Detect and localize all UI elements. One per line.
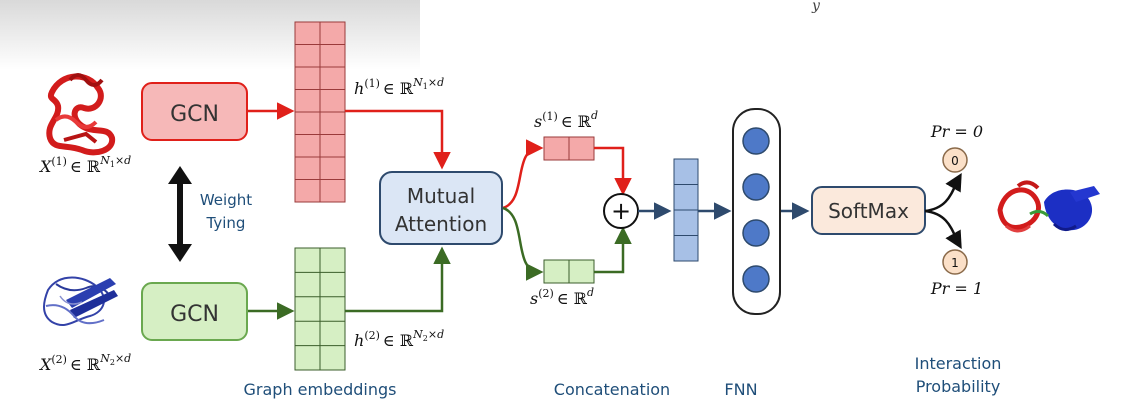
s1-vector bbox=[543, 136, 595, 161]
mutual-attention-box: Mutual Attention bbox=[379, 171, 503, 245]
svg-text:h(2)∈ ℝN2×d: h(2)∈ ℝN2×d bbox=[354, 328, 444, 350]
protein-structure-2-icon bbox=[43, 276, 118, 326]
s2-vector bbox=[543, 259, 595, 284]
s2-label: s(2)∈ ℝd bbox=[530, 286, 594, 308]
input-1-label: X(1)∈ ℝN1×d bbox=[38, 154, 131, 176]
cropped-header-text: y bbox=[811, 0, 821, 14]
top-shadow-fade bbox=[0, 0, 420, 70]
fnn-node-2 bbox=[742, 173, 770, 201]
h1-label: h(1)∈ ℝN1×d bbox=[354, 76, 444, 98]
weight-tying-arrow bbox=[168, 166, 192, 262]
mutual-attention-line2: Attention bbox=[395, 212, 487, 236]
arrow-s2-to-concat bbox=[594, 226, 632, 274]
plus-symbol: + bbox=[611, 197, 631, 225]
gcn-bottom-label: GCN bbox=[170, 302, 219, 327]
protein-structure-1-icon bbox=[46, 73, 116, 156]
output-node-1: 1 bbox=[942, 249, 968, 275]
protein-complex-icon bbox=[997, 180, 1100, 233]
weight-tying-line1: Weight bbox=[200, 191, 252, 209]
svg-text:0: 0 bbox=[951, 154, 959, 168]
arrow-softmax-to-1 bbox=[924, 209, 962, 250]
fnn-block bbox=[732, 108, 781, 315]
input-2-label: X(2)∈ ℝN2×d bbox=[38, 352, 131, 374]
fnn-node-4 bbox=[742, 265, 770, 293]
caption-concatenation: Concatenation bbox=[554, 380, 670, 399]
svg-text:h(1)∈ ℝN1×d: h(1)∈ ℝN1×d bbox=[354, 76, 444, 98]
h2-label: h(2)∈ ℝN2×d bbox=[354, 328, 444, 350]
caption-fnn: FNN bbox=[724, 380, 757, 399]
gcn-top-label: GCN bbox=[170, 102, 219, 127]
weight-tying-line2: Tying bbox=[206, 214, 246, 232]
svg-text:X(2)∈ ℝN2×d: X(2)∈ ℝN2×d bbox=[38, 352, 131, 374]
arrow-s1-to-concat bbox=[594, 146, 632, 196]
fnn-node-3 bbox=[742, 219, 770, 247]
svg-text:s(2)∈ ℝd: s(2)∈ ℝd bbox=[530, 286, 594, 308]
s1-label: s(1)∈ ℝd bbox=[534, 109, 598, 131]
svg-text:s(1)∈ ℝd: s(1)∈ ℝd bbox=[534, 109, 598, 131]
output-1-label: Pr = 1 bbox=[930, 279, 983, 298]
gcn-top-box: GCN bbox=[141, 82, 248, 141]
output-node-0: 0 bbox=[942, 147, 968, 173]
output-0-label: Pr = 0 bbox=[930, 122, 983, 141]
caption-graph-embeddings: Graph embeddings bbox=[244, 380, 397, 399]
softmax-label: SoftMax bbox=[828, 199, 909, 223]
concatenated-vector bbox=[673, 158, 699, 262]
caption-interaction-line1: Interaction bbox=[915, 354, 1002, 373]
svg-text:X(1)∈ ℝN1×d: X(1)∈ ℝN1×d bbox=[38, 154, 131, 176]
fnn-node-1 bbox=[742, 127, 770, 155]
embedding-matrix-bottom bbox=[294, 247, 346, 371]
svg-text:1: 1 bbox=[951, 256, 959, 270]
caption-interaction-line2: Probability bbox=[916, 377, 1001, 396]
concat-operator: + bbox=[603, 193, 639, 229]
arrow-h1-to-attention bbox=[345, 109, 451, 170]
arrow-attention-to-s1 bbox=[502, 139, 544, 210]
softmax-box: SoftMax bbox=[811, 186, 926, 235]
arrow-attention-to-s2 bbox=[502, 206, 544, 281]
arrow-softmax-to-0 bbox=[924, 172, 962, 213]
embedding-matrix-top bbox=[294, 21, 346, 203]
arrow-h2-to-attention bbox=[345, 246, 451, 313]
mutual-attention-line1: Mutual bbox=[407, 184, 475, 208]
gcn-bottom-box: GCN bbox=[141, 282, 248, 341]
